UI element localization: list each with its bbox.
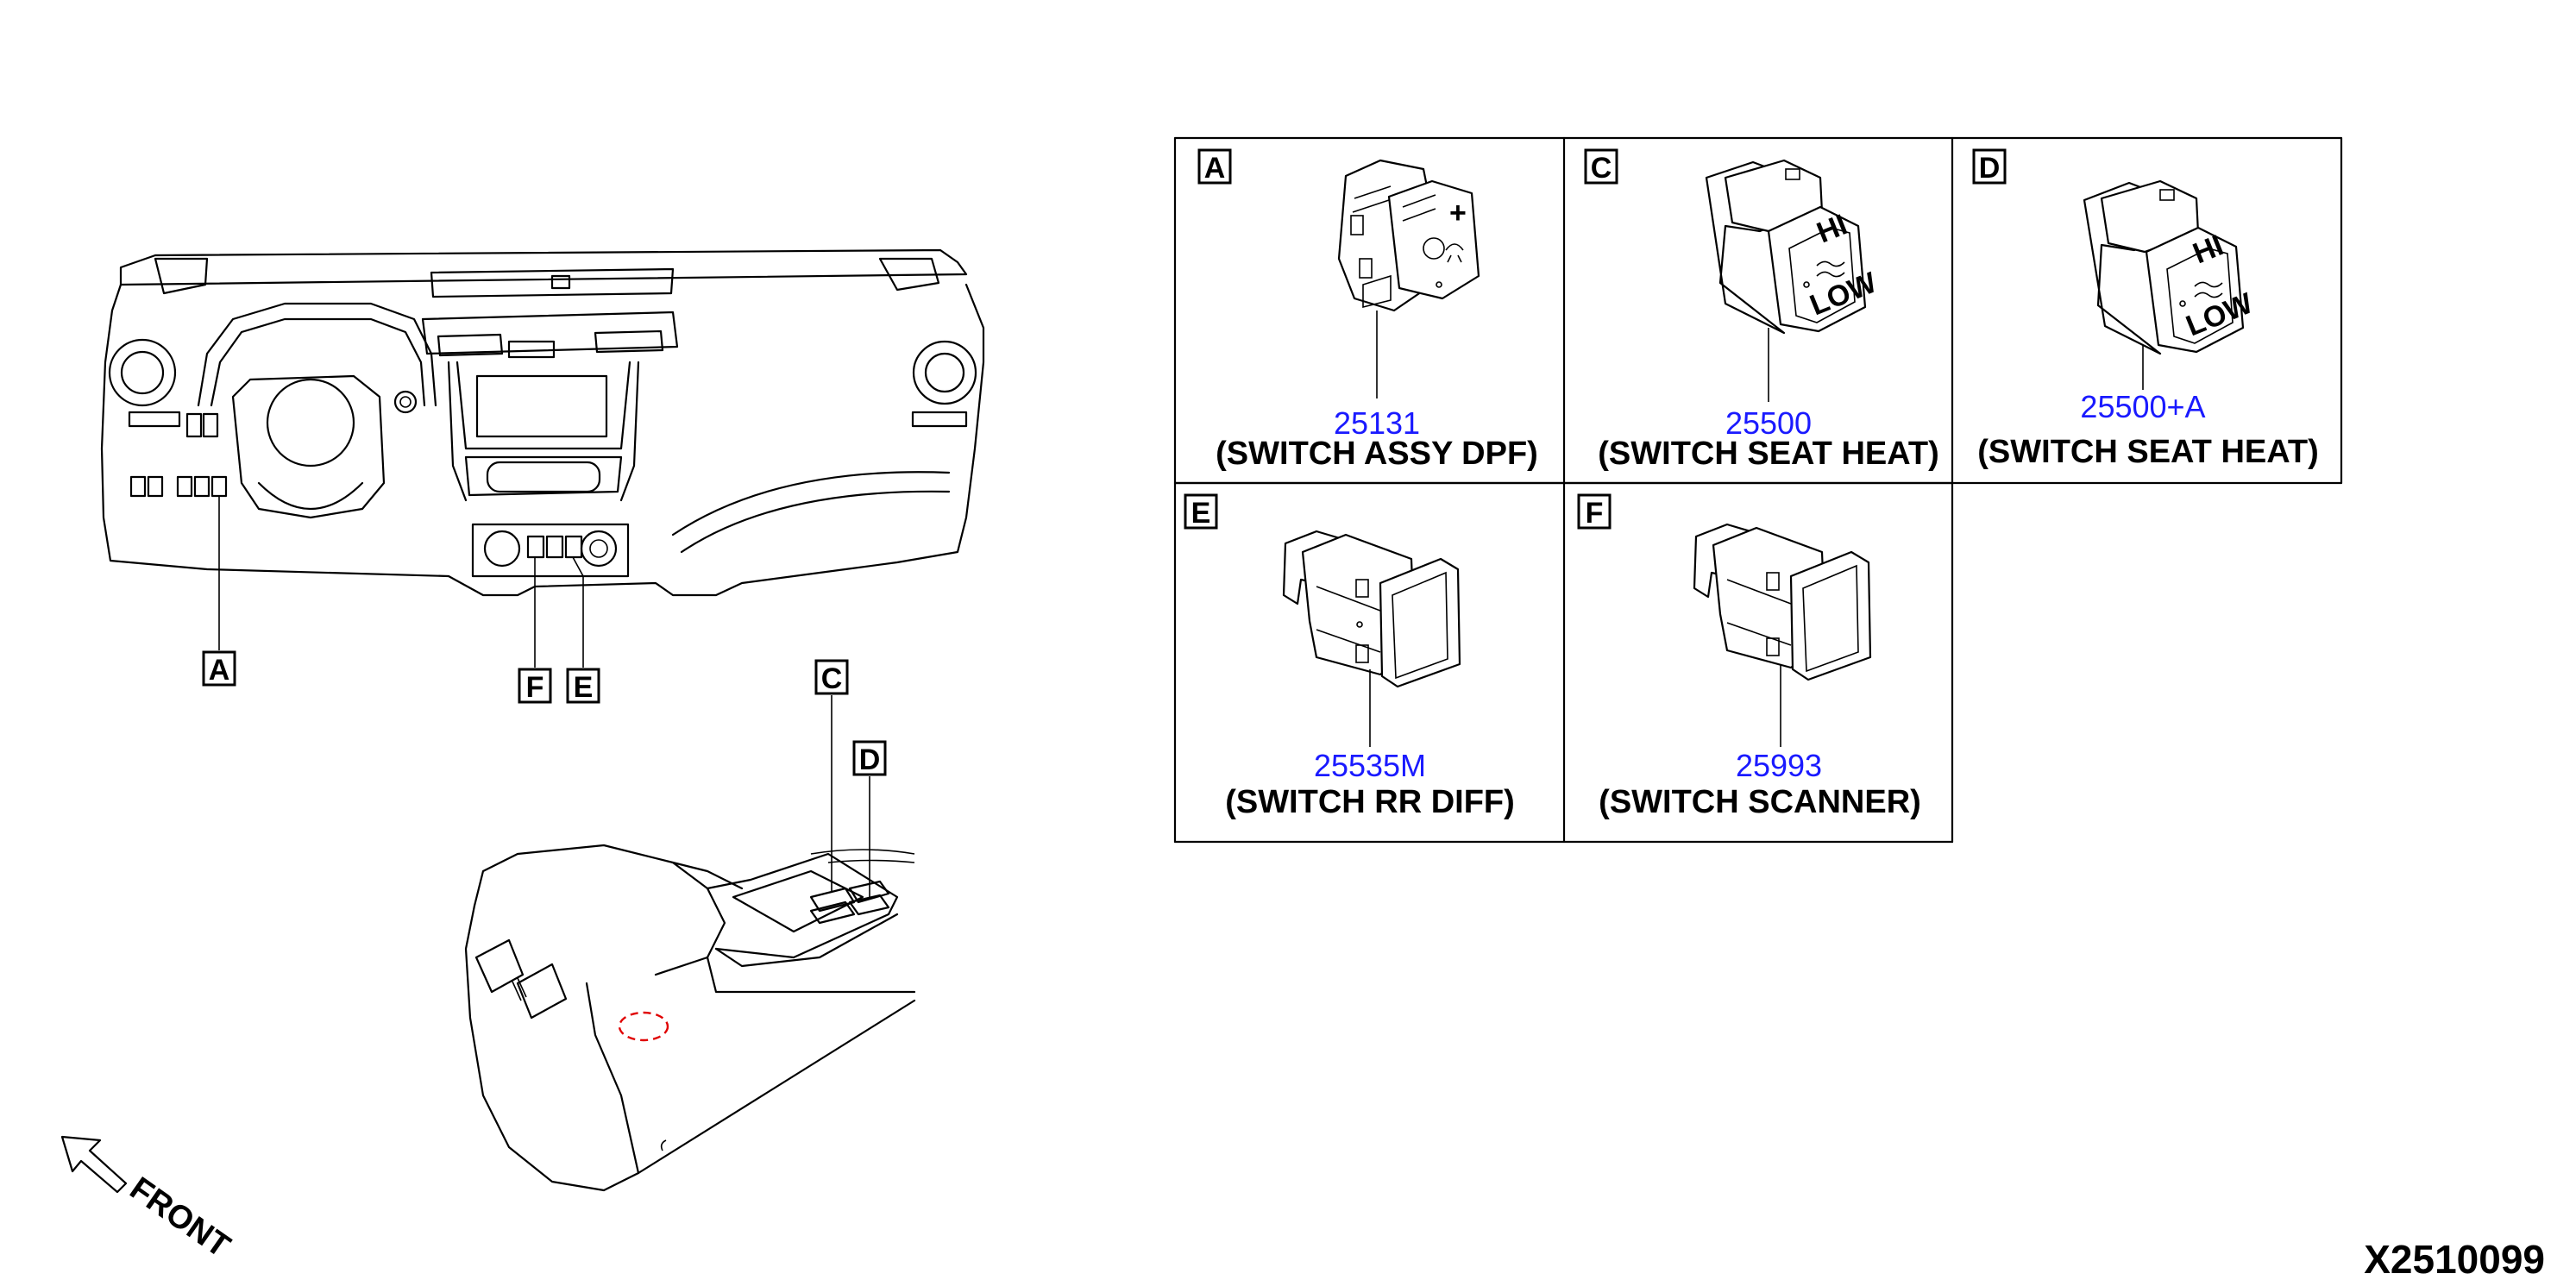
part-description-e: (SWITCH RR DIFF) (1225, 784, 1515, 820)
cell-e-tag: E (1191, 497, 1211, 530)
cell-d-tag: D (1979, 152, 2001, 185)
seat-heat-switch-icon: HI LOW (1705, 159, 1882, 335)
callout-e-box (566, 668, 600, 704)
front-arrow: FRONT (60, 1135, 236, 1264)
cell-d-tag-box (1972, 148, 2007, 185)
part-description-c: (SWITCH SEAT HEAT) (1598, 436, 1938, 472)
callout-e: E (574, 671, 594, 704)
callout-c-box (814, 659, 849, 695)
part-number-a[interactable]: 25131 (1334, 405, 1420, 441)
callout-a-box (202, 650, 236, 687)
cell-f-tag: F (1586, 497, 1604, 530)
svg-text:+: + (1449, 197, 1467, 229)
cell-a-tag-box (1197, 148, 1232, 185)
callout-d: D (859, 744, 881, 776)
cell-a-tag: A (1204, 152, 1226, 185)
callout-f-box (518, 668, 552, 704)
part-cell-d: D HI LOW 25500+A (SWITCH SEAT HEAT) (1972, 148, 2319, 470)
part-cell-f: F 25993 (SWITCH SCANNER) (1577, 493, 1921, 820)
cell-e-tag-box (1184, 493, 1218, 530)
scanner-switch-icon (1693, 523, 1872, 681)
parts-table (1173, 136, 2343, 844)
instrument-panel-drawing (100, 248, 985, 597)
reference-code: X2510099 (2364, 1237, 2545, 1280)
hidden-part-marker (618, 1011, 669, 1042)
part-description-a: (SWITCH ASSY DPF) (1216, 436, 1538, 472)
cell-c-tag: C (1591, 152, 1612, 185)
rr-diff-switch-icon (1282, 530, 1461, 688)
cell-f-tag-box (1577, 493, 1612, 530)
part-description-d: (SWITCH SEAT HEAT) (1977, 434, 2318, 470)
part-number-e[interactable]: 25535M (1314, 748, 1426, 783)
part-number-f[interactable]: 25993 (1736, 748, 1822, 783)
callout-f: F (526, 671, 544, 704)
part-number-d[interactable]: 25500+A (2080, 389, 2205, 424)
callout-c: C (821, 662, 843, 695)
front-label: FRONT (123, 1170, 236, 1264)
part-number-c[interactable]: 25500 (1725, 405, 1812, 441)
part-cell-e: E 25535M (SWITCH RR DIFF) (1184, 493, 1515, 820)
callout-d-box (852, 740, 887, 776)
cell-c-tag-box (1584, 148, 1618, 185)
part-cell-a: A + 25131 (SWITCH ASSY DPF) (1197, 148, 1538, 472)
center-console-drawing (464, 844, 916, 1192)
part-description-f: (SWITCH SCANNER) (1599, 784, 1921, 820)
seat-heat-switch-icon: HI LOW (2083, 179, 2258, 355)
callout-a: A (209, 654, 230, 687)
part-cell-c: C HI LOW 25500 (SWITCH SEAT HEAT) (1584, 148, 1939, 472)
switch-assy-dpf-icon: + (1337, 159, 1480, 312)
